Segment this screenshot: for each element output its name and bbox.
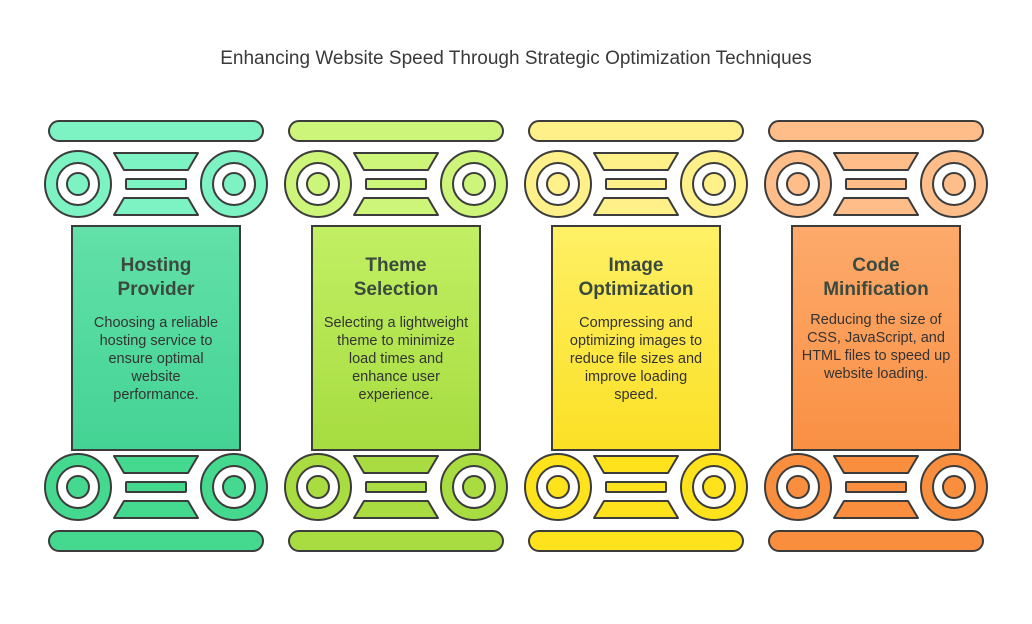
pillar-4-top-volute-right-core: [942, 172, 966, 196]
pillar-2-heading: Theme Selection: [316, 254, 476, 302]
pillar-1-heading-line1: Hosting: [120, 255, 192, 276]
pillar-2-top-volute-right-core: [462, 172, 486, 196]
pillar-2-description: Selecting a lightweight theme to minimiz…: [323, 315, 469, 403]
pillar-3: [524, 120, 748, 552]
pillar-3-text: Image Optimization Compressing and optim…: [556, 254, 716, 404]
pillar-3-description: Compressing and optimizing images to red…: [569, 315, 703, 403]
pillar-1-heading-line2: Provider: [117, 279, 195, 300]
pillar-3-bottom-band-lower: [593, 500, 679, 519]
pillar-2-shaft: [311, 225, 481, 451]
pillar-4-bottom-band-middle: [845, 481, 907, 493]
pillar-2-bottom-volute-left-core: [306, 475, 330, 499]
pillar-4-heading: Code Minification: [796, 254, 956, 302]
pillar-2: [284, 120, 508, 552]
pillar-1-top-volute-left-core: [66, 172, 90, 196]
pillar-2-top-band-lower: [353, 197, 439, 216]
pillar-3-bottom-band-upper: [593, 455, 679, 474]
pillar-3-heading-line1: Image: [608, 255, 664, 276]
pillar-1-description: Choosing a reliable hosting service to e…: [93, 315, 219, 403]
pillar-4-bottom-band-upper: [833, 455, 919, 474]
pillar-1-bottom-volute-right-core: [222, 475, 246, 499]
pillar-1-bottom-band-lower: [113, 500, 199, 519]
pillar-1-heading: Hosting Provider: [76, 254, 236, 302]
pillar-3-bottom-band-middle: [605, 481, 667, 493]
pillar-1: [44, 120, 268, 552]
pillar-4-heading-line1: Code: [852, 255, 900, 276]
pillar-2-bottom-band-middle: [365, 481, 427, 493]
pillar-4-bottom-band-lower: [833, 500, 919, 519]
pillar-4-top-volute-left-core: [786, 172, 810, 196]
pillar-4-bottom-volute-left-core: [786, 475, 810, 499]
pillar-2-base-slab: [288, 530, 504, 552]
pillar-2-bottom-band-upper: [353, 455, 439, 474]
pillar-3-heading: Image Optimization: [556, 254, 716, 302]
pillar-1-top-band-upper: [113, 152, 199, 171]
pillar-4-top-band-middle: [845, 178, 907, 190]
pillar-2-top-band-upper: [353, 152, 439, 171]
pillar-3-shaft: [551, 225, 721, 451]
pillar-1-top-band-lower: [113, 197, 199, 216]
pillar-4-heading-line2: Minification: [823, 279, 929, 300]
pillar-1-base-slab: [48, 530, 264, 552]
pillar-2-top-volute-left-core: [306, 172, 330, 196]
pillar-4-text: Code Minification Reducing the size of C…: [796, 254, 956, 383]
pillar-1-bottom-band-upper: [113, 455, 199, 474]
pillar-3-top-band-upper: [593, 152, 679, 171]
pillar-1-text: Hosting Provider Choosing a reliable hos…: [76, 254, 236, 404]
pillar-1-top-slab: [48, 120, 264, 142]
pillar-2-bottom-band-lower: [353, 500, 439, 519]
pillar-3-base-slab: [528, 530, 744, 552]
diagram-title: Enhancing Website Speed Through Strategi…: [220, 48, 812, 69]
pillar-1-top-volute-right-core: [222, 172, 246, 196]
pillar-3-top-band-middle: [605, 178, 667, 190]
pillar-2-text: Theme Selection Selecting a lightweight …: [316, 254, 476, 404]
pillar-4-base-slab: [768, 530, 984, 552]
pillar-4-top-band-lower: [833, 197, 919, 216]
pillar-1-top-band-middle: [125, 178, 187, 190]
pillar-2-top-band-middle: [365, 178, 427, 190]
pillar-3-bottom-volute-right-core: [702, 475, 726, 499]
pillar-2-bottom-volute-right-core: [462, 475, 486, 499]
pillar-3-heading-line2: Optimization: [578, 279, 694, 300]
pillar-4-top-band-upper: [833, 152, 919, 171]
pillar-4-shaft: [791, 225, 961, 451]
pillar-3-top-band-lower: [593, 197, 679, 216]
pillar-4-top-slab: [768, 120, 984, 142]
pillar-1-bottom-volute-left-core: [66, 475, 90, 499]
pillar-2-heading-line1: Theme: [365, 255, 427, 276]
pillar-2-heading-line2: Selection: [353, 279, 439, 300]
pillar-3-top-slab: [528, 120, 744, 142]
pillar-1-bottom-band-middle: [125, 481, 187, 493]
pillar-3-top-volute-left-core: [546, 172, 570, 196]
pillar-1-shaft: [71, 225, 241, 451]
pillar-2-top-slab: [288, 120, 504, 142]
pillar-4-description: Reducing the size of CSS, JavaScript, an…: [801, 312, 951, 382]
pillar-3-bottom-volute-left-core: [546, 475, 570, 499]
pillar-4: [764, 120, 988, 552]
pillar-4-bottom-volute-right-core: [942, 475, 966, 499]
pillar-3-top-volute-right-core: [702, 172, 726, 196]
